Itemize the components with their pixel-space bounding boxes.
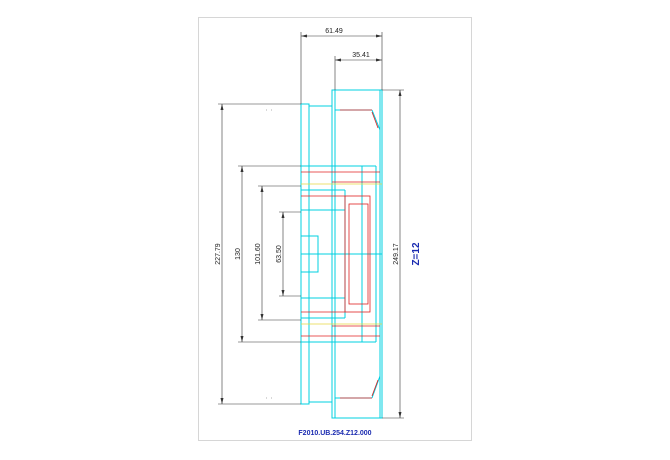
dim-hub-diameter: 101.60 [255,243,262,265]
dim-bolt-circle: 130 [235,248,242,260]
dimension-lines [218,32,404,419]
arrowhead [376,58,382,62]
dim-hub-width: 35.41 [352,52,370,59]
arrowhead [220,398,224,404]
drawing-frame [198,17,472,441]
dim-overall-width: 61.49 [325,28,343,35]
bore-detail [301,109,380,399]
arrowhead [260,314,264,320]
arrowhead [376,34,382,38]
dim-outer-diameter: 249.17 [393,243,400,265]
groove-edge [371,111,379,129]
arrowhead [240,336,244,342]
arrowhead [281,212,285,218]
arrowhead [398,90,402,96]
arrowhead [260,186,264,192]
body-chamfer [371,109,381,399]
minor-marks [266,109,272,399]
groove-edge [371,379,379,397]
part-number: F2010.UB.254.Z12.000 [298,430,371,437]
arrowhead [220,104,224,110]
arrowhead [335,58,341,62]
arrowhead [240,166,244,172]
arrowhead [281,290,285,296]
dim-bore-diameter: 63.50 [276,245,283,263]
dim-flange-diameter: 227.79 [215,243,222,265]
arrowhead [398,412,402,418]
teeth-count-label: Z=12 [411,242,422,266]
arrowhead [301,34,307,38]
bore-recess [344,195,371,313]
centerlines [301,183,382,325]
part-outline [300,89,383,419]
bore-recess-inner [348,203,369,305]
arrowheads [220,34,402,418]
